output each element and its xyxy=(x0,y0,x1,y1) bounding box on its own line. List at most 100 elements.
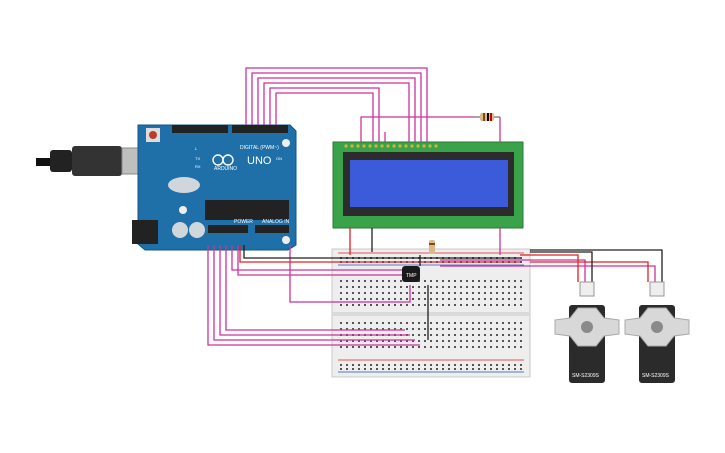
breadboard-hole xyxy=(400,346,402,348)
arduino-uno-board[interactable]: UNO ARDUINO DIGITAL (PWM~) ANALOG IN POW… xyxy=(132,124,297,251)
breadboard-hole xyxy=(382,368,384,370)
lcd-pin xyxy=(350,144,354,148)
breadboard-hole xyxy=(376,346,378,348)
breadboard-hole xyxy=(508,304,510,306)
breadboard-hole xyxy=(346,280,348,282)
lcd-display[interactable] xyxy=(332,141,524,229)
breadboard-hole xyxy=(502,304,504,306)
breadboard-hole xyxy=(454,292,456,294)
breadboard-hole xyxy=(346,368,348,370)
breadboard-hole xyxy=(466,340,468,342)
lcd-pin xyxy=(344,144,348,148)
breadboard-hole xyxy=(370,280,372,282)
breadboard-hole xyxy=(442,298,444,300)
temperature-sensor[interactable]: TMP xyxy=(402,266,420,282)
lcd-pin xyxy=(362,144,366,148)
breadboard-hole xyxy=(466,298,468,300)
breadboard-hole xyxy=(370,286,372,288)
breadboard-hole xyxy=(460,298,462,300)
breadboard-hole xyxy=(394,280,396,282)
breadboard-hole xyxy=(448,334,450,336)
breadboard-hole xyxy=(484,368,486,370)
lcd-pin xyxy=(434,144,438,148)
breadboard-hole xyxy=(508,334,510,336)
wire xyxy=(440,265,656,282)
breadboard-hole xyxy=(412,334,414,336)
breadboard-hole xyxy=(448,340,450,342)
breadboard-hole xyxy=(448,364,450,366)
breadboard-hole xyxy=(460,292,462,294)
breadboard-hole xyxy=(370,304,372,306)
breadboard-hole xyxy=(370,368,372,370)
breadboard-hole xyxy=(442,322,444,324)
breadboard-hole xyxy=(442,364,444,366)
breadboard-hole xyxy=(358,346,360,348)
breadboard-hole xyxy=(520,322,522,324)
servo-1-label: SM-S2309S xyxy=(572,373,600,379)
breadboard-hole xyxy=(358,328,360,330)
breadboard-hole xyxy=(478,368,480,370)
breadboard-hole xyxy=(406,286,408,288)
breadboard-hole xyxy=(466,328,468,330)
wire xyxy=(530,261,649,282)
breadboard-hole xyxy=(382,346,384,348)
breadboard-hole xyxy=(508,286,510,288)
breadboard-hole xyxy=(370,340,372,342)
wires xyxy=(207,67,663,346)
breadboard-hole xyxy=(514,364,516,366)
breadboard-hole xyxy=(472,328,474,330)
breadboard-hole xyxy=(358,286,360,288)
lcd-pin xyxy=(386,144,390,148)
breadboard-hole xyxy=(412,328,414,330)
breadboard-hole xyxy=(496,368,498,370)
breadboard-hole xyxy=(520,257,522,259)
breadboard-hole xyxy=(460,304,462,306)
breadboard-hole xyxy=(436,298,438,300)
breadboard-hole xyxy=(424,292,426,294)
breadboard-hole xyxy=(340,364,342,366)
servo-1[interactable]: SM-S2309S xyxy=(554,281,620,383)
breadboard-hole xyxy=(418,286,420,288)
breadboard-hole xyxy=(406,364,408,366)
breadboard-hole xyxy=(478,340,480,342)
breadboard-hole xyxy=(358,368,360,370)
breadboard-hole xyxy=(418,322,420,324)
breadboard-hole xyxy=(466,280,468,282)
breadboard-hole xyxy=(454,334,456,336)
breadboard-hole xyxy=(406,368,408,370)
breadboard-hole xyxy=(496,298,498,300)
breadboard-hole xyxy=(442,334,444,336)
breadboard-hole xyxy=(388,364,390,366)
breadboard-hole xyxy=(352,286,354,288)
breadboard-hole xyxy=(448,346,450,348)
servo-2-label: SM-S2309S xyxy=(642,373,670,379)
breadboard-hole xyxy=(400,292,402,294)
breadboard-hole xyxy=(436,368,438,370)
breadboard-hole xyxy=(472,280,474,282)
breadboard-hole xyxy=(358,364,360,366)
breadboard-hole xyxy=(364,328,366,330)
breadboard-hole xyxy=(496,346,498,348)
breadboard-hole xyxy=(340,346,342,348)
breadboard-hole xyxy=(508,346,510,348)
breadboard-hole xyxy=(406,322,408,324)
breadboard-hole xyxy=(514,304,516,306)
breadboard-hole xyxy=(502,368,504,370)
breadboard-hole xyxy=(520,328,522,330)
wire xyxy=(440,259,586,282)
breadboard-hole xyxy=(352,340,354,342)
reset-button[interactable] xyxy=(149,131,157,139)
lcd-pin xyxy=(368,144,372,148)
breadboard-hole xyxy=(388,368,390,370)
breadboard-hole xyxy=(514,368,516,370)
breadboard-hole xyxy=(502,340,504,342)
servo-2[interactable]: SM-S2309S xyxy=(624,281,690,383)
breadboard[interactable] xyxy=(331,248,531,378)
breadboard-hole xyxy=(442,304,444,306)
breadboard-hole xyxy=(508,322,510,324)
breadboard-hole xyxy=(418,340,420,342)
breadboard-hole xyxy=(478,334,480,336)
breadboard-hole xyxy=(382,304,384,306)
breadboard-hole xyxy=(364,364,366,366)
